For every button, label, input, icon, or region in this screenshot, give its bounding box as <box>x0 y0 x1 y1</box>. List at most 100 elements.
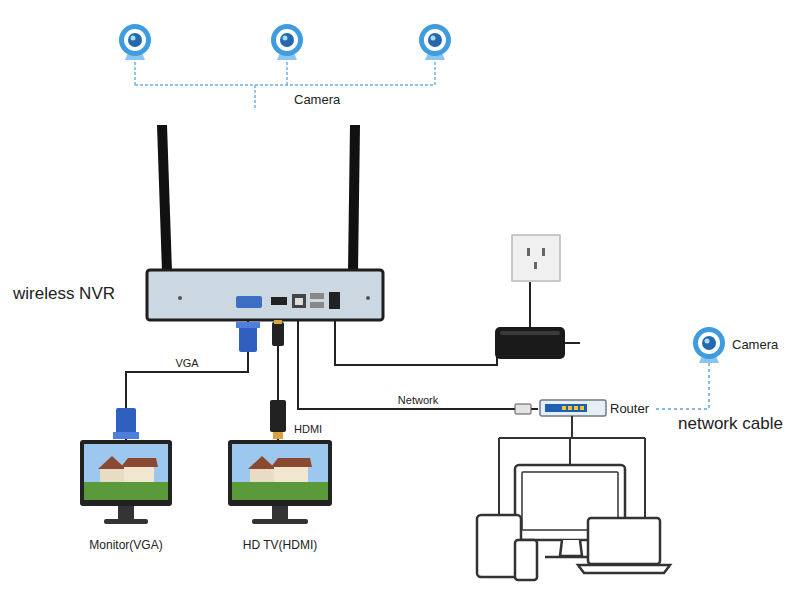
monitor-illustration <box>80 440 172 506</box>
hdmi-tv: HD TV(HDMI) <box>228 440 332 532</box>
tv-illustration <box>228 440 332 506</box>
nvr-antenna <box>157 125 172 272</box>
nvr-body <box>310 302 324 308</box>
router-icon <box>540 400 606 416</box>
camera-group <box>119 24 151 60</box>
vga-monitor: Monitor(VGA) <box>80 440 172 532</box>
tv-illustration <box>252 519 308 524</box>
nvr-body <box>271 297 287 305</box>
nvr-body <box>295 298 303 305</box>
router-icon <box>562 406 566 410</box>
edge-label: HDMI <box>292 423 324 436</box>
camera-group <box>419 24 451 60</box>
nvr-body <box>292 294 306 308</box>
nvr-body <box>236 296 262 308</box>
tv-illustration <box>248 456 276 469</box>
monitor-illustration <box>80 440 172 524</box>
camera-bracket <box>134 62 136 85</box>
router-icon <box>580 406 584 410</box>
tv-illustration <box>274 466 308 482</box>
camera-group <box>119 24 451 60</box>
monitor-illustration <box>121 458 158 467</box>
lan-wire <box>499 437 645 439</box>
network-plug <box>515 404 531 414</box>
node-label: Monitor(VGA) <box>89 538 162 552</box>
network-plug <box>515 404 531 414</box>
router-icon <box>574 406 578 410</box>
lan-wire <box>569 438 571 465</box>
computer-group <box>515 540 537 580</box>
wall-socket <box>534 262 537 269</box>
router-icon <box>568 406 572 410</box>
hdmi-plug <box>274 320 282 324</box>
router-icon <box>540 400 606 416</box>
node-label: Router <box>610 401 656 417</box>
camera-bracket <box>254 85 256 110</box>
wall-socket <box>542 248 545 256</box>
camera-link <box>656 362 709 409</box>
node-label: Camera <box>732 337 785 353</box>
monitor-illustration <box>124 466 154 482</box>
power-adapter <box>495 327 565 359</box>
monitor-illustration <box>104 519 148 524</box>
monitor-illustration <box>84 482 168 500</box>
power-adapter <box>500 331 560 335</box>
lan-wire <box>644 438 646 518</box>
computer-group <box>560 540 582 556</box>
tv-illustration <box>228 440 332 524</box>
power-cable <box>335 282 580 365</box>
hdmi-plug <box>270 320 286 439</box>
hdmi-plug <box>273 432 283 439</box>
nvr-antenna <box>348 125 360 272</box>
tv-illustration <box>272 506 288 520</box>
monitor-illustration <box>118 506 134 520</box>
wall-socket <box>512 235 560 281</box>
edge-label: network cable <box>676 414 785 434</box>
nvr-body <box>310 293 324 299</box>
power-cable <box>529 282 531 327</box>
nvr-body <box>329 292 340 309</box>
nvr-body <box>147 270 383 320</box>
vga-cable <box>126 320 248 440</box>
router-device: Router <box>538 397 656 421</box>
lan-wire <box>498 438 500 515</box>
node-label: HD TV(HDMI) <box>243 538 317 552</box>
computer-group <box>578 565 670 573</box>
edge-label: VGA <box>173 357 200 370</box>
camera-group <box>271 24 303 60</box>
nvr-device: wireless NVR <box>147 268 383 320</box>
camera-bracket <box>135 84 435 86</box>
wall-socket <box>527 248 530 256</box>
camera-bracket <box>434 62 436 85</box>
computer-group <box>588 518 660 564</box>
monitor-illustration <box>84 444 168 500</box>
router-icon <box>545 404 587 412</box>
vga-plug <box>113 322 260 439</box>
edge-label: Network <box>396 394 440 407</box>
power-cable <box>335 320 497 365</box>
camera-bracket <box>286 62 288 85</box>
network-camera: Camera <box>688 328 785 362</box>
node-label: wireless NVR <box>13 284 115 304</box>
vga-plug <box>113 432 139 439</box>
hdmi-plug <box>272 322 284 346</box>
tv-illustration <box>232 482 328 500</box>
camera-icon <box>693 327 725 363</box>
monitor-illustration <box>98 456 126 469</box>
wall-socket <box>512 235 560 281</box>
nvr-antenna <box>157 125 360 272</box>
camera-label: Camera <box>292 92 342 108</box>
computer-group <box>477 465 670 580</box>
power-adapter <box>495 327 565 359</box>
nvr-body <box>366 296 370 300</box>
nvr-body <box>147 270 383 320</box>
tv-illustration <box>271 458 312 467</box>
power-cable <box>565 342 580 344</box>
vga-plug <box>236 322 260 328</box>
hdmi-plug <box>270 400 286 432</box>
tv-illustration <box>232 444 328 500</box>
lan-wire <box>571 416 573 438</box>
